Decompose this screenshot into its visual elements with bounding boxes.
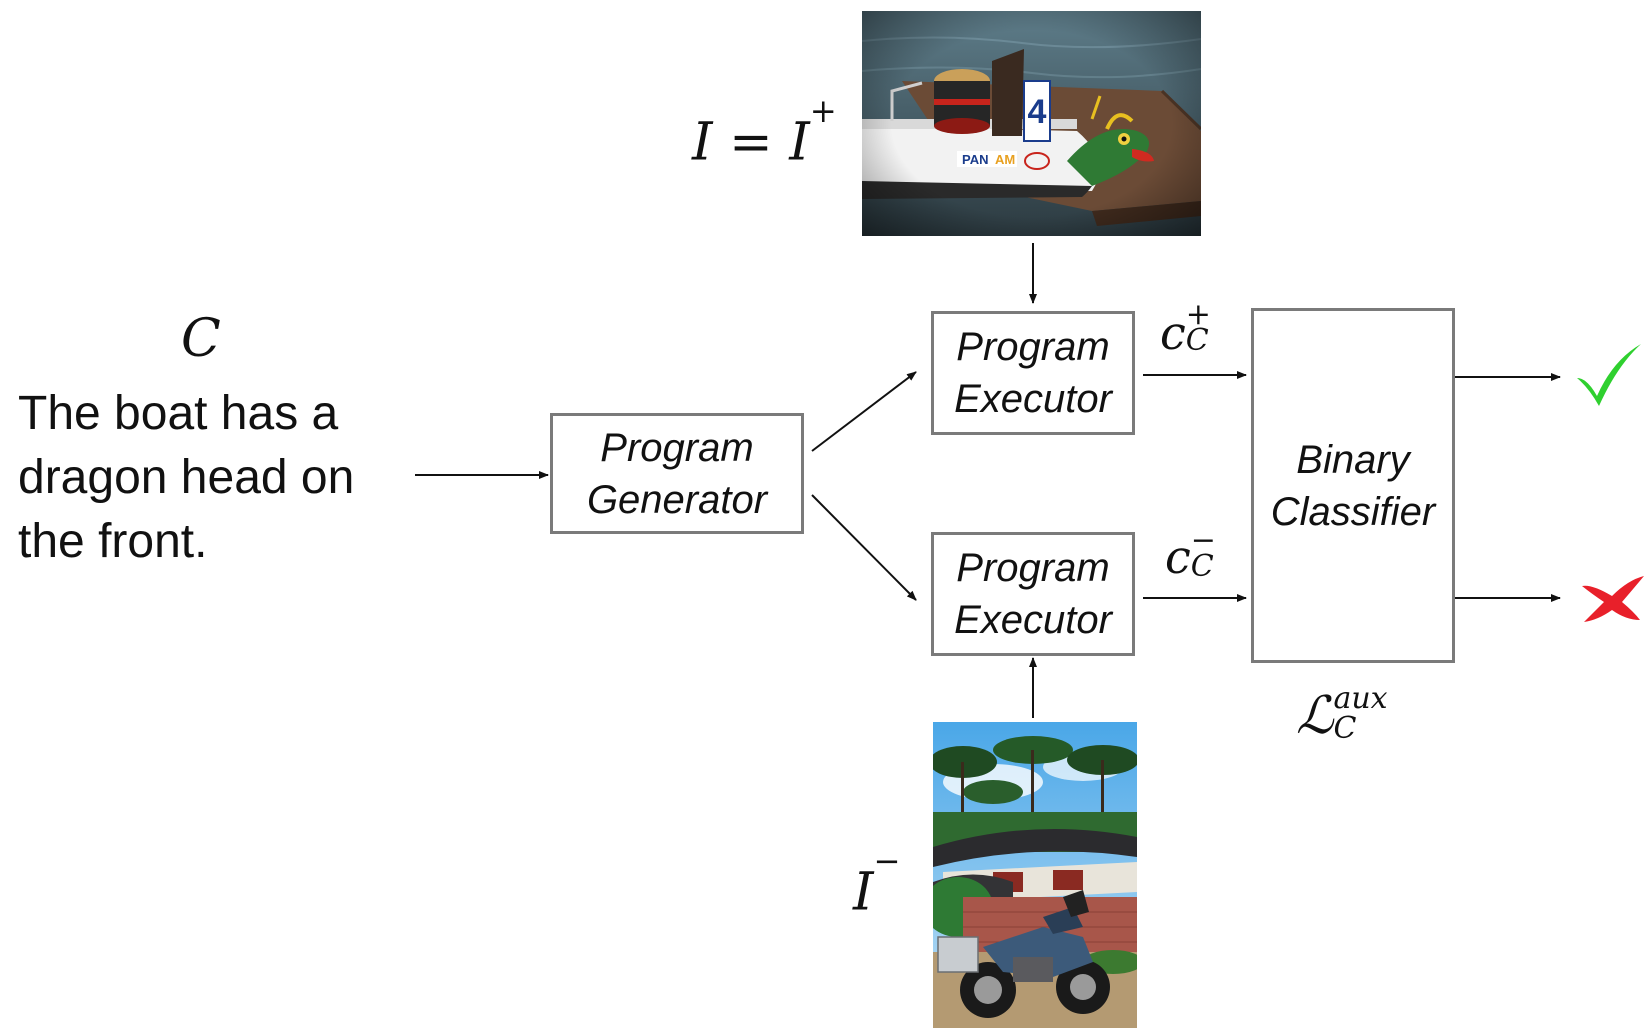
check-mark-icon [1577, 344, 1641, 406]
binary-classifier-box: Binary Classifier [1251, 308, 1455, 663]
program-executor-bottom-line-2: Executor [954, 598, 1112, 642]
caption-text: The boat has a dragon head on the front. [18, 382, 398, 574]
cross-mark-icon [1582, 576, 1644, 622]
positive-image-dragon-boat: 4 PAN AM [862, 11, 1201, 236]
program-generator-box: Program Generator [550, 413, 804, 534]
negative-image-label: I− [853, 841, 901, 923]
binary-classifier-line-2: Classifier [1270, 489, 1436, 534]
caption-symbol: C [181, 309, 221, 369]
caption-line-1: The boat has a [18, 387, 339, 440]
arrow-generator-to-executor-top [811, 371, 917, 452]
program-generator-line-1: Program [600, 425, 754, 470]
program-executor-top-line-1: Program [956, 325, 1110, 369]
program-executor-top-box: Program Executor [931, 311, 1135, 435]
negative-score-label: c − C [1165, 523, 1216, 584]
positive-image-label: I = I+ [692, 91, 837, 173]
positive-score-label: c + C [1160, 297, 1211, 360]
negative-image-motorcycle [933, 722, 1137, 1028]
auxiliary-loss-label: ℒ aux C [1296, 681, 1388, 746]
program-executor-bottom-line-1: Program [956, 546, 1110, 590]
program-executor-bottom-box: Program Executor [931, 532, 1135, 656]
program-executor-top-line-2: Executor [954, 377, 1112, 421]
caption-line-2: dragon head on [18, 451, 355, 504]
arrow-generator-to-executor-bottom [811, 494, 917, 601]
binary-classifier-line-1: Binary [1296, 437, 1410, 482]
program-generator-line-2: Generator [586, 477, 768, 522]
caption-line-3: the front. [18, 515, 208, 568]
